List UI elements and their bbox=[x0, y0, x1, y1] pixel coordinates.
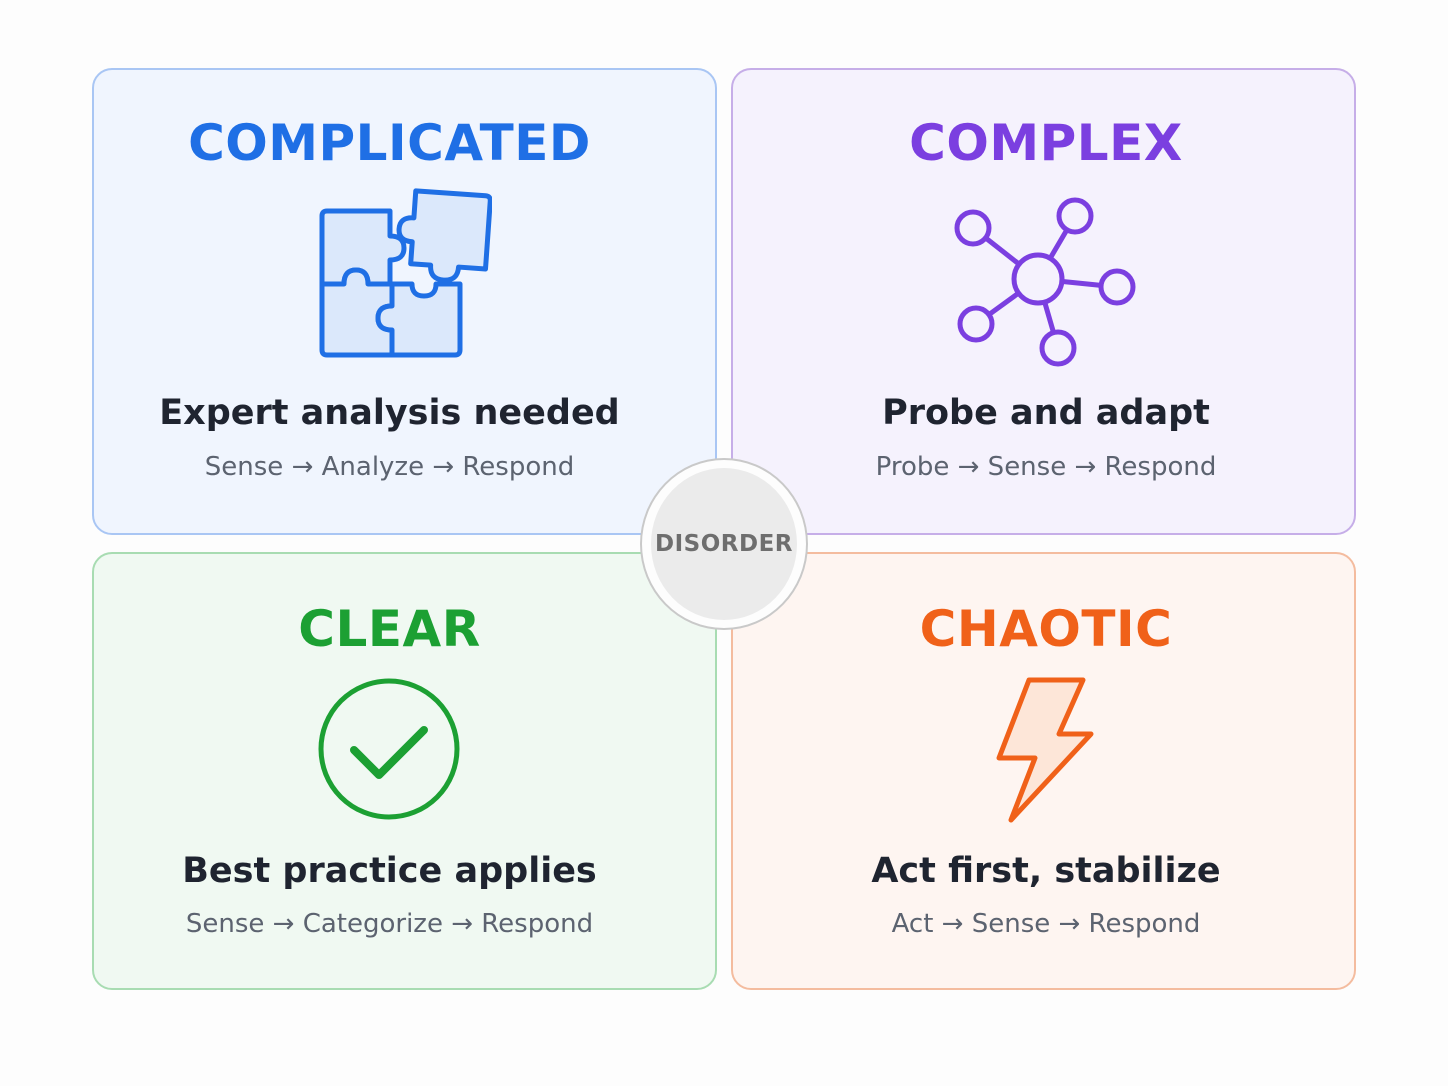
network-icon bbox=[954, 197, 1136, 367]
quadrant-process: Probe → Sense → Respond bbox=[875, 452, 1217, 482]
quadrant-process: Act → Sense → Respond bbox=[891, 909, 1201, 939]
puzzle-icon bbox=[319, 188, 492, 358]
quadrant-complicated: COMPLICATED Expert analysis needed Sense… bbox=[92, 68, 717, 535]
quadrant-chaotic: CHAOTIC Act first, stabilize Act → Sense… bbox=[731, 552, 1356, 990]
quadrant-complex: COMPLEX Probe and adapt Probe → Sense → … bbox=[731, 68, 1356, 535]
quadrant-title: COMPLEX bbox=[909, 114, 1183, 172]
lightning-icon bbox=[996, 677, 1094, 823]
quadrant-title: CHAOTIC bbox=[919, 600, 1173, 658]
quadrant-clear: CLEAR Best practice applies Sense → Cate… bbox=[92, 552, 717, 990]
quadrant-headline: Expert analysis needed bbox=[159, 393, 620, 433]
disorder-circle: DISORDER bbox=[651, 468, 797, 620]
quadrant-headline: Best practice applies bbox=[182, 851, 597, 891]
quadrant-headline: Probe and adapt bbox=[882, 393, 1210, 433]
quadrant-headline: Act first, stabilize bbox=[871, 851, 1221, 891]
quadrant-title: COMPLICATED bbox=[188, 114, 591, 172]
disorder-label: DISORDER bbox=[655, 531, 793, 557]
quadrant-process: Sense → Analyze → Respond bbox=[204, 452, 575, 482]
quadrant-title: CLEAR bbox=[298, 600, 481, 658]
check-circle-icon bbox=[318, 678, 460, 820]
quadrant-process: Sense → Categorize → Respond bbox=[185, 909, 594, 939]
